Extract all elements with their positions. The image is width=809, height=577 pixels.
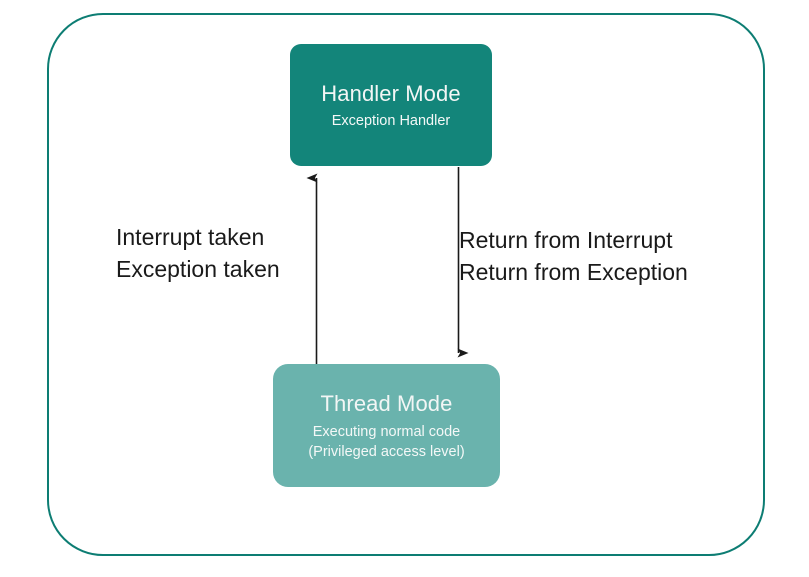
- processor-mode-frame: [47, 13, 765, 556]
- thread-mode-subtitle-line-1: Executing normal code: [312, 423, 461, 440]
- thread-mode-subtitle-line-2: (Privileged access level): [308, 443, 465, 460]
- edge-label-line-return-exception: Return from Exception: [459, 259, 688, 285]
- edge-label-line-exception: Exception taken: [116, 256, 280, 282]
- thread-mode-node[interactable]: Thread Mode Executing normal code (Privi…: [273, 364, 500, 487]
- handler-mode-subtitle: Exception Handler: [331, 112, 451, 129]
- handler-mode-node[interactable]: Handler Mode Exception Handler: [290, 44, 492, 166]
- edge-label-return-from: Return from Interrupt Return from Except…: [459, 224, 688, 288]
- edge-label-interrupt-taken: Interrupt taken Exception taken: [116, 221, 280, 285]
- edge-label-line-return-interrupt: Return from Interrupt: [459, 227, 673, 253]
- edge-label-line-interrupt: Interrupt taken: [116, 224, 265, 250]
- handler-mode-title: Handler Mode: [321, 80, 461, 106]
- thread-mode-title: Thread Mode: [320, 390, 453, 416]
